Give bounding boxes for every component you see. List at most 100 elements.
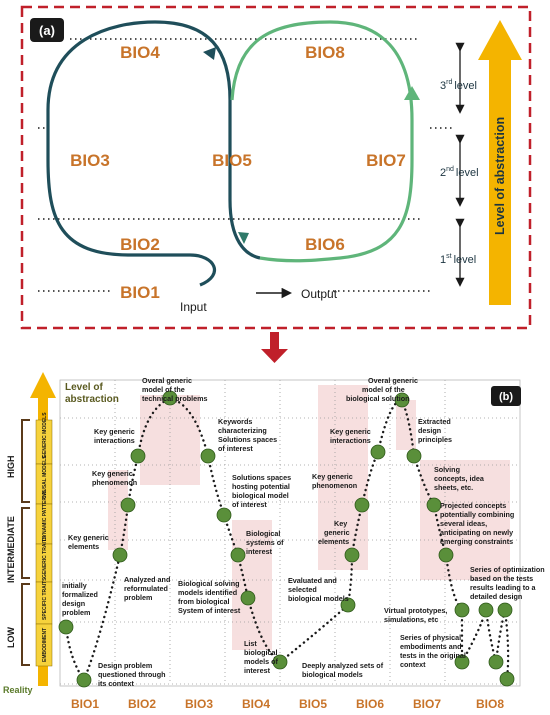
- dot-24: [488, 654, 504, 670]
- dot-10: [240, 590, 256, 606]
- output-label: Output: [301, 287, 338, 301]
- x-bio1: BIO1: [71, 697, 99, 711]
- dot-04: [120, 497, 136, 513]
- flow-arrow-head-1: [203, 47, 216, 60]
- bio4-label-a: BIO4: [120, 43, 160, 62]
- panel-b-tag-box: [491, 386, 521, 406]
- dot-12: [340, 597, 356, 613]
- x-bio5: BIO5: [299, 697, 327, 711]
- bio7-label-a: BIO7: [366, 151, 406, 170]
- dot-01: [58, 619, 74, 635]
- x-bio6: BIO6: [356, 697, 384, 711]
- shaded-regions: [108, 385, 510, 650]
- x-bio8: BIO8: [476, 697, 504, 711]
- dot-14: [354, 497, 370, 513]
- dot-06: [162, 390, 178, 406]
- panel-b-tag: (b): [499, 391, 513, 403]
- band-causal-models: CAUSAL MODELS: [42, 455, 48, 499]
- connector-arrow: [261, 332, 288, 363]
- bio1-label-a: BIO1: [120, 283, 160, 302]
- dot-09: [230, 547, 246, 563]
- bio8-label-a: BIO8: [305, 43, 345, 62]
- dot-11: [272, 654, 288, 670]
- flow-arrow-head-2: [238, 232, 249, 244]
- bio6-label-a: BIO6: [305, 235, 345, 254]
- panel-a-frame: [20, 5, 532, 330]
- band-generic-traits: GENERIC TRAITS: [42, 535, 48, 578]
- panel-a-tag-box: [30, 18, 64, 42]
- band-specific-traits: SPECIFIC TRAITS: [42, 577, 48, 620]
- panel-b-frame: [59, 379, 521, 687]
- x-bio7: BIO7: [413, 697, 441, 711]
- x-bio3: BIO3: [185, 697, 213, 711]
- abstraction-arrow: [478, 20, 522, 305]
- reality-label: Reality: [3, 685, 33, 695]
- dot-21: [478, 602, 494, 618]
- x-bio4: BIO4: [242, 697, 270, 711]
- x-bio2: BIO2: [128, 697, 156, 711]
- dot-13: [344, 547, 360, 563]
- dot-05: [130, 448, 146, 464]
- band-embodiment: EMBODIMENT: [42, 628, 48, 662]
- axis-label-line1: Level of: [65, 382, 103, 393]
- bio2-label-a: BIO2: [120, 235, 160, 254]
- level-lines: [38, 38, 452, 292]
- dot-22: [497, 602, 513, 618]
- band-generic-models: GENERIC MODELS: [42, 412, 48, 458]
- bio3-label-a: BIO3: [70, 151, 110, 170]
- band-column: [35, 419, 53, 667]
- axis-label-line2: abstraction: [65, 394, 119, 405]
- group-intermediate: INTERMEDIATE: [6, 516, 16, 583]
- dot-25: [499, 671, 515, 687]
- note-virtual-prototypes: Virtual prototypes,simulations, etc: [384, 606, 447, 624]
- abstraction-label: Level of abstraction: [493, 117, 507, 235]
- panel-a-tag: (a): [39, 23, 55, 38]
- input-label: Input: [180, 300, 207, 314]
- dot-16: [394, 392, 410, 408]
- dot-17: [406, 448, 422, 464]
- group-low: LOW: [6, 627, 16, 648]
- band-dynamic-patterns: DYNAMIC PATTERNS: [42, 489, 48, 541]
- bio5-label-a: BIO5: [212, 151, 252, 170]
- dot-20: [454, 602, 470, 618]
- stage-dots: [58, 390, 515, 688]
- group-high: HIGH: [6, 456, 16, 479]
- dot-07: [200, 448, 216, 464]
- process-path-right: [230, 20, 414, 263]
- dot-02: [76, 672, 92, 688]
- flow-arrow-head-3: [404, 86, 420, 100]
- dot-08: [216, 507, 232, 523]
- dot-23: [454, 654, 470, 670]
- process-path-left: [46, 20, 261, 287]
- dot-19: [438, 547, 454, 563]
- dot-03: [112, 547, 128, 563]
